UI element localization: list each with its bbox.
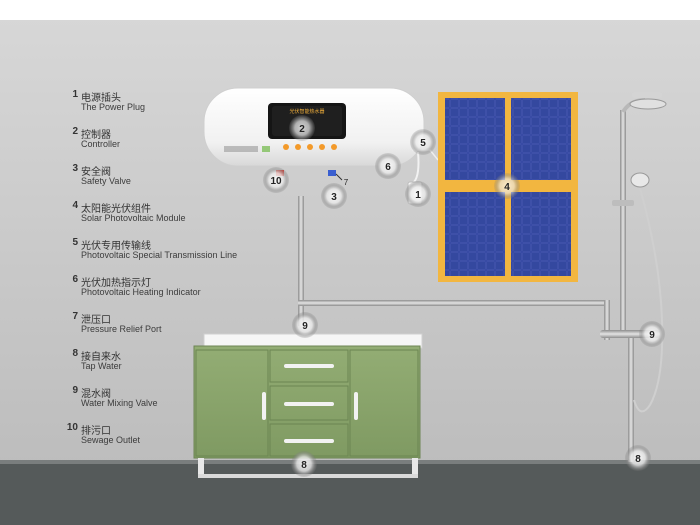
pressure-relief-line bbox=[335, 173, 343, 181]
callout-10-label: 10 bbox=[270, 176, 282, 187]
legend-label-english: Safety Valve bbox=[81, 176, 131, 186]
rain-shower-head bbox=[629, 98, 667, 110]
callout-2: 2 bbox=[289, 115, 315, 141]
legend-label-chinese: 安全阀 bbox=[81, 167, 111, 178]
legend-label-chinese: 泄压口 bbox=[81, 315, 111, 326]
legend-label-english: Controller bbox=[81, 139, 121, 149]
callout-8-sink: 8 bbox=[291, 451, 317, 477]
legend-number: 5 bbox=[72, 237, 78, 248]
controller-screen-text: 光伏智能热水器 bbox=[289, 108, 324, 115]
legend-number: 4 bbox=[72, 200, 78, 211]
legend-label-english: The Power Plug bbox=[81, 102, 146, 112]
callout-7: 7 bbox=[344, 178, 349, 187]
callout-6-label: 6 bbox=[385, 162, 391, 173]
legend-label-english: Water Mixing Valve bbox=[81, 398, 158, 408]
callout-9-shower: 9 bbox=[639, 321, 665, 347]
legend-number: 1 bbox=[72, 89, 78, 100]
callout-5: 5 bbox=[410, 129, 436, 155]
callout-10: 10 bbox=[263, 167, 289, 193]
callout-8-shower-label: 8 bbox=[635, 454, 641, 465]
legend-label-english: Photovoltaic Special Transmission Line bbox=[81, 250, 238, 260]
legend-label-english: Tap Water bbox=[81, 361, 122, 371]
legend-label-chinese: 排污口 bbox=[81, 426, 111, 437]
callout-5-label: 5 bbox=[420, 138, 426, 149]
controller-buttons bbox=[283, 144, 337, 150]
callout-4-label: 4 bbox=[504, 182, 510, 193]
brand-logo bbox=[224, 146, 258, 152]
legend-number: 9 bbox=[72, 385, 78, 396]
callout-7-label: 7 bbox=[344, 178, 349, 187]
callout-6: 6 bbox=[375, 153, 401, 179]
floor bbox=[0, 462, 700, 525]
legend-number: 6 bbox=[72, 274, 78, 285]
legend-number: 2 bbox=[72, 126, 78, 137]
callout-4: 4 bbox=[494, 173, 520, 199]
rating-badge bbox=[262, 146, 270, 152]
hand-shower-head bbox=[630, 172, 650, 188]
legend-label-english: Solar Photovoltaic Module bbox=[81, 213, 186, 223]
callout-3: 3 bbox=[321, 183, 347, 209]
legend-label-chinese: 混水阀 bbox=[81, 389, 111, 400]
callout-8-sink-label: 8 bbox=[301, 460, 307, 471]
legend-label-chinese: 接自来水 bbox=[81, 352, 121, 363]
legend-label-english: Photovoltaic Heating Indicator bbox=[81, 287, 201, 297]
legend-label-chinese: 太阳能光伏组件 bbox=[81, 204, 151, 215]
callout-8-shower: 8 bbox=[625, 445, 651, 471]
callout-9-sink: 9 bbox=[292, 312, 318, 338]
legend-number: 10 bbox=[66, 422, 78, 433]
legend-label-chinese: 光伏专用传输线 bbox=[81, 241, 151, 252]
callout-9-shower-label: 9 bbox=[649, 330, 655, 341]
callout-3-label: 3 bbox=[331, 192, 337, 203]
legend-label-english: Pressure Relief Port bbox=[81, 324, 162, 334]
top-bar bbox=[0, 0, 700, 20]
power-cable bbox=[413, 151, 420, 183]
legend-number: 7 bbox=[72, 311, 78, 322]
legend-number: 3 bbox=[72, 163, 78, 174]
legend-label-chinese: 控制器 bbox=[81, 130, 111, 141]
shower-hose bbox=[633, 187, 664, 413]
legend-number: 8 bbox=[72, 348, 78, 359]
legend-label-chinese: 电源插头 bbox=[81, 93, 121, 104]
sink-cabinet bbox=[193, 333, 423, 478]
floor-edge bbox=[0, 460, 700, 464]
callout-1: 1 bbox=[405, 181, 431, 207]
outlet-blue bbox=[328, 170, 336, 176]
legend-label-chinese: 光伏加热指示灯 bbox=[81, 278, 151, 289]
legend-label-english: Sewage Outlet bbox=[81, 435, 141, 445]
callout-2-label: 2 bbox=[299, 124, 305, 135]
shower-system bbox=[612, 92, 667, 413]
callout-9-sink-label: 9 bbox=[302, 321, 308, 332]
callout-1-label: 1 bbox=[415, 190, 421, 201]
